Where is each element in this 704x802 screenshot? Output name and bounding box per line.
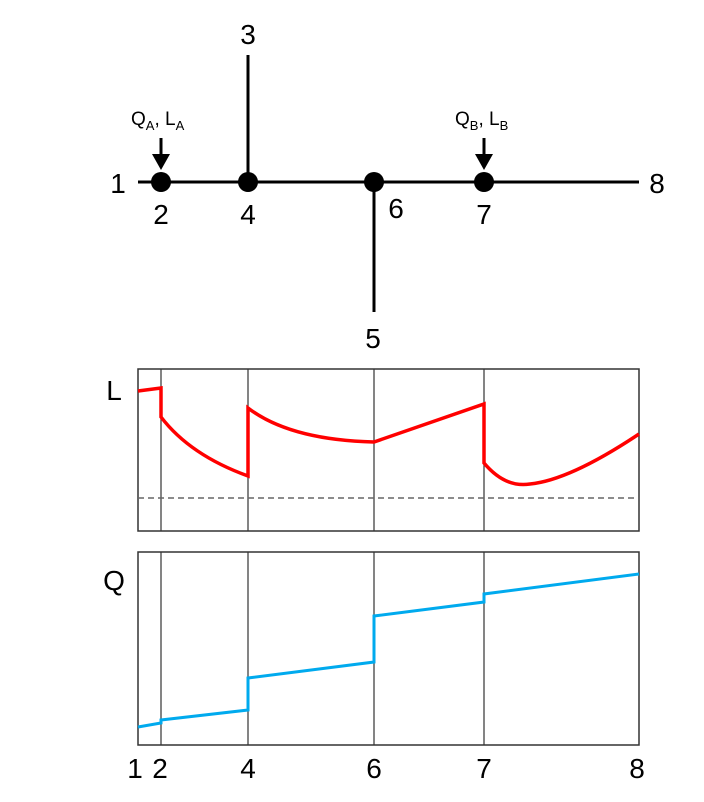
l-panel-frame bbox=[137, 368, 640, 532]
input-b-label: QB, LB bbox=[455, 109, 508, 133]
x-tick-6: 6 bbox=[366, 753, 382, 784]
node-6-dot bbox=[364, 172, 384, 192]
node-label-3: 3 bbox=[240, 19, 256, 50]
q-profile-curve bbox=[137, 572, 640, 729]
node-label-5: 5 bbox=[365, 323, 381, 354]
network-graph bbox=[138, 55, 639, 312]
l-profile-curve bbox=[137, 386, 640, 487]
node-label-4: 4 bbox=[240, 199, 256, 230]
node-2-dot bbox=[151, 172, 171, 192]
x-tick-8: 8 bbox=[629, 753, 645, 784]
x-tick-2: 2 bbox=[152, 753, 168, 784]
node-label-2: 2 bbox=[153, 199, 169, 230]
node-7-dot bbox=[474, 172, 494, 192]
x-tick-1: 1 bbox=[127, 753, 143, 784]
node-label-8: 8 bbox=[649, 168, 665, 199]
node-label-1: 1 bbox=[110, 168, 126, 199]
x-axis-ticks: 1 2 4 6 7 8 bbox=[127, 753, 645, 784]
node-label-6: 6 bbox=[388, 193, 404, 224]
x-tick-7: 7 bbox=[476, 753, 492, 784]
input-a-label: QA, LA bbox=[131, 109, 185, 133]
input-a-arrow-icon bbox=[152, 138, 170, 170]
x-tick-4: 4 bbox=[240, 753, 256, 784]
q-axis-label: Q bbox=[103, 565, 125, 596]
l-axis-label: L bbox=[106, 375, 122, 406]
node-label-7: 7 bbox=[476, 199, 492, 230]
q-panel-frame bbox=[137, 551, 640, 746]
junction-dots bbox=[151, 172, 494, 192]
input-b-arrow-icon bbox=[475, 138, 493, 170]
l-profile-panel: L bbox=[106, 368, 640, 532]
q-profile-panel: Q bbox=[103, 551, 640, 746]
node-4-dot bbox=[238, 172, 258, 192]
